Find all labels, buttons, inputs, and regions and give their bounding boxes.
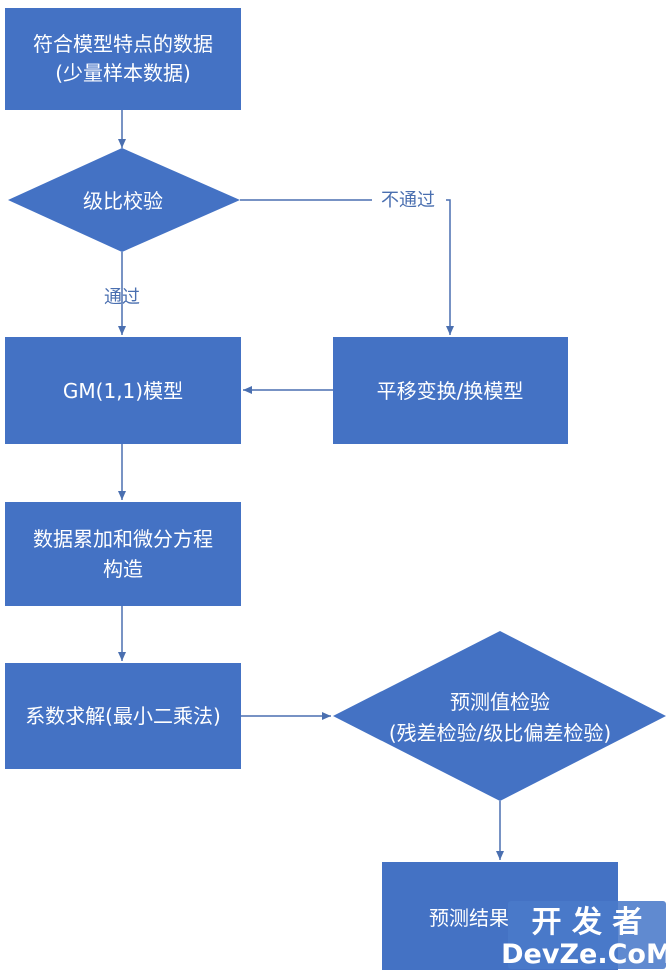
node-predict-check-shape bbox=[333, 631, 666, 801]
node-result-label: 预测结果 bbox=[429, 906, 509, 930]
node-gm-label: GM(1,1)模型 bbox=[63, 379, 183, 403]
fail-label-background bbox=[372, 186, 446, 212]
edge-ratio-check-fail bbox=[240, 199, 454, 335]
node-transform: 平移变换/换模型 bbox=[333, 337, 568, 444]
node-source-shape bbox=[5, 8, 241, 110]
node-solve-shape bbox=[5, 663, 241, 769]
pass-edge-label: 通过 bbox=[104, 287, 140, 308]
watermark-background bbox=[508, 901, 666, 969]
node-ratio-check: 级比校验 bbox=[8, 148, 240, 252]
node-solve: 系数求解(最小二乘法) bbox=[5, 663, 241, 769]
node-predict-check-line1: 预测值检验 bbox=[450, 690, 550, 714]
node-predict-check: 预测值检验 (残差检验/级比偏差检验) bbox=[333, 631, 666, 801]
node-source-data: 符合模型特点的数据 (少量样本数据) bbox=[5, 8, 241, 110]
watermark-cn: 开 发 者 bbox=[532, 905, 643, 940]
node-gm-model: GM(1,1)模型 bbox=[5, 337, 241, 444]
node-accumulate-line2: 构造 bbox=[103, 557, 143, 581]
node-ratio-check-label: 级比校验 bbox=[83, 189, 163, 213]
fail-edge-label: 不通过 bbox=[381, 190, 435, 211]
watermark: 开 发 者 DevZe.CoM bbox=[501, 901, 668, 970]
node-gm-shape bbox=[5, 337, 241, 444]
node-accumulate-shape bbox=[5, 502, 241, 606]
node-ratio-check-shape bbox=[8, 148, 240, 252]
node-source-line2: (少量样本数据) bbox=[55, 61, 191, 85]
watermark-en: DevZe.CoM bbox=[501, 939, 668, 970]
node-source-line1: 符合模型特点的数据 bbox=[33, 32, 213, 56]
node-solve-label: 系数求解(最小二乘法) bbox=[25, 704, 221, 728]
node-predict-check-line2: (残差检验/级比偏差检验) bbox=[389, 721, 611, 745]
node-accumulate: 数据累加和微分方程 构造 bbox=[5, 502, 241, 606]
edges bbox=[118, 110, 504, 860]
node-transform-shape bbox=[333, 337, 568, 444]
node-transform-label: 平移变换/换模型 bbox=[377, 379, 524, 403]
node-accumulate-line1: 数据累加和微分方程 bbox=[33, 527, 213, 551]
